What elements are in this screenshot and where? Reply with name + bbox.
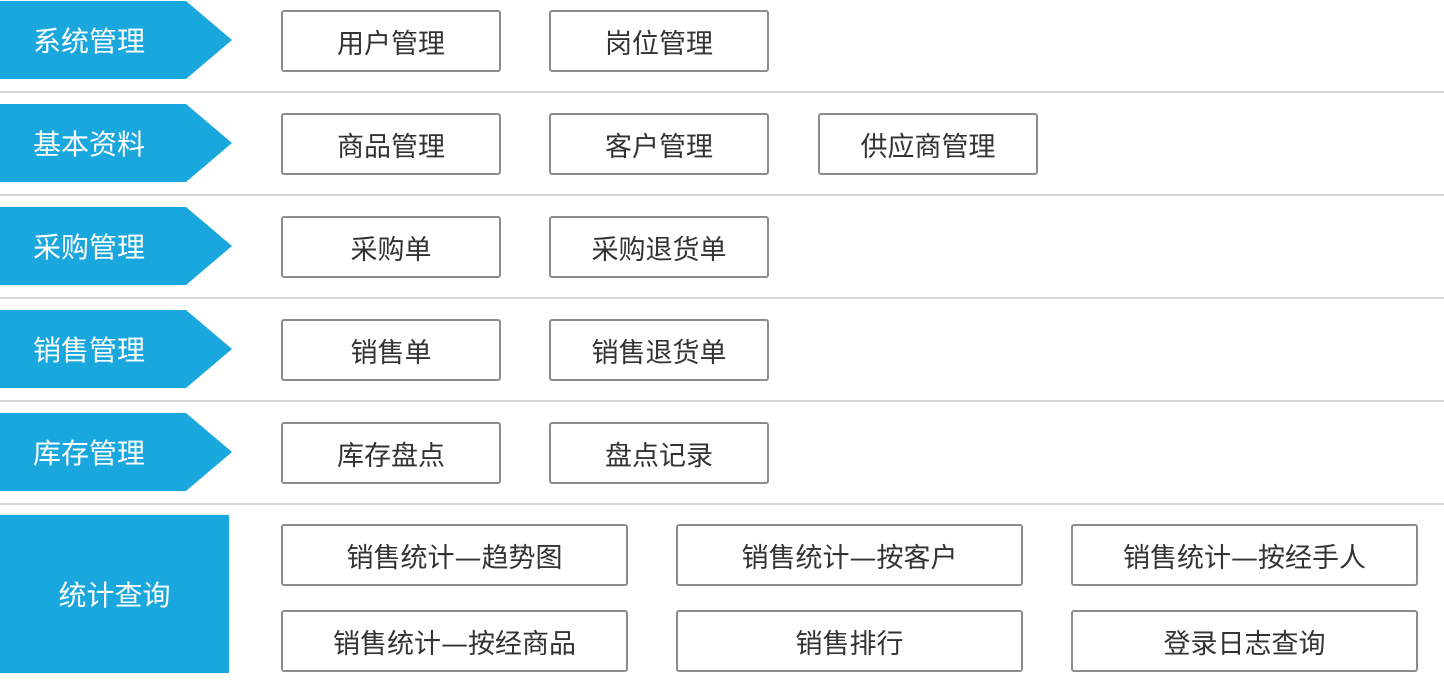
sales-return-button[interactable]: 销售退货单: [549, 319, 769, 381]
row-divider: [0, 503, 1444, 505]
menu-row-statistics: 统计查询 销售统计—趋势图 销售统计—按客户 销售统计—按经手人 销售统计—按经…: [0, 505, 1444, 694]
menu-row-inventory: 库存管理 库存盘点 盘点记录: [0, 402, 1444, 504]
category-label: 销售管理: [33, 334, 146, 367]
user-management-button[interactable]: 用户管理: [281, 10, 501, 72]
category-label: 系统管理: [33, 25, 146, 58]
product-management-button[interactable]: 商品管理: [281, 113, 501, 175]
sales-stats-by-product-button[interactable]: 销售统计—按经商品: [281, 610, 628, 672]
category-label: 采购管理: [33, 231, 146, 264]
menu-row-sales: 销售管理 销售单 销售退货单: [0, 299, 1444, 401]
purchase-order-button[interactable]: 采购单: [281, 216, 501, 278]
menu-row-basic-data: 基本资料 商品管理 客户管理 供应商管理: [0, 93, 1444, 195]
sales-stats-trend-button[interactable]: 销售统计—趋势图: [281, 524, 628, 586]
category-label: 统计查询: [58, 579, 171, 612]
customer-management-button[interactable]: 客户管理: [549, 113, 769, 175]
position-management-button[interactable]: 岗位管理: [549, 10, 769, 72]
category-inventory-management: 库存管理: [0, 413, 232, 491]
category-purchase-management: 采购管理: [0, 207, 232, 285]
row-divider: [0, 194, 1444, 196]
row-divider: [0, 297, 1444, 299]
sales-stats-by-customer-button[interactable]: 销售统计—按客户: [676, 524, 1023, 586]
category-sales-management: 销售管理: [0, 310, 232, 388]
category-system-management: 系统管理: [0, 1, 232, 79]
stocktake-records-button[interactable]: 盘点记录: [549, 422, 769, 484]
sales-ranking-button[interactable]: 销售排行: [676, 610, 1023, 672]
menu-row-system: 系统管理 用户管理 岗位管理: [0, 0, 1444, 92]
login-log-query-button[interactable]: 登录日志查询: [1071, 610, 1418, 672]
sales-stats-by-handler-button[interactable]: 销售统计—按经手人: [1071, 524, 1418, 586]
category-label: 基本资料: [33, 128, 146, 161]
sales-order-button[interactable]: 销售单: [281, 319, 501, 381]
row-divider: [0, 91, 1444, 93]
category-basic-data: 基本资料: [0, 104, 232, 182]
menu-row-purchase: 采购管理 采购单 采购退货单: [0, 196, 1444, 298]
purchase-return-button[interactable]: 采购退货单: [549, 216, 769, 278]
supplier-management-button[interactable]: 供应商管理: [818, 113, 1038, 175]
category-statistics-query: 统计查询: [0, 515, 229, 673]
stocktake-button[interactable]: 库存盘点: [281, 422, 501, 484]
category-label: 库存管理: [33, 437, 146, 470]
row-divider: [0, 400, 1444, 402]
